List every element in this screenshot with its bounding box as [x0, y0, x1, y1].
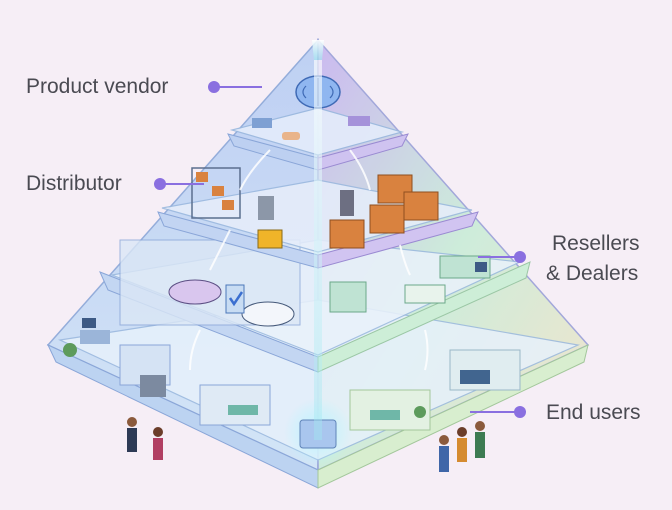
crate-4 [329, 219, 365, 249]
flow-arrow-1 [239, 149, 271, 191]
monitor-left [82, 318, 96, 328]
leader-dot-end-users [514, 406, 526, 418]
forklift-icon [257, 229, 283, 249]
person-body [153, 438, 163, 460]
label-resellers-line2: & Dealers [546, 262, 639, 285]
vendor-desk-left [252, 118, 272, 128]
beam-column [314, 60, 322, 440]
beam-top-apex [312, 40, 324, 60]
leader-dot-resellers [514, 251, 526, 263]
robot-arm-warehouse [258, 196, 274, 220]
leader-dot-product-vendor [208, 81, 220, 93]
store-screen [475, 262, 487, 272]
person-head [457, 427, 467, 437]
flow-arrow-4 [399, 244, 411, 276]
label-leaders [154, 81, 526, 418]
store-shelves-right [439, 255, 491, 279]
plant-icon [63, 343, 77, 357]
checkmark-panel [225, 284, 245, 314]
store-counter [404, 284, 446, 304]
label-resellers-dealers: Resellers & Dealers [546, 229, 640, 289]
label-resellers-line1: Resellers [552, 232, 640, 255]
robot-arm-cell [140, 375, 166, 397]
store-shelves-left [329, 281, 367, 313]
leader-dot-distributor [154, 178, 166, 190]
people-left-group [127, 417, 163, 460]
vendor-desk-right [348, 116, 370, 126]
handshake-icon [282, 132, 300, 140]
warehouse-shelving [191, 167, 241, 219]
car-purple-icon [168, 279, 222, 305]
shelf-box-1 [196, 172, 208, 182]
control-console [460, 370, 490, 384]
flow-arrow-6 [189, 329, 201, 371]
crate-3 [369, 204, 405, 234]
person-head [475, 421, 485, 431]
people-right-group [439, 421, 485, 472]
person-head [439, 435, 449, 445]
label-distributor: Distributor [26, 172, 122, 195]
checkmark-icon [228, 291, 244, 307]
robot-arm-right [340, 190, 354, 216]
flow-arrow-3 [209, 229, 231, 271]
person-body [439, 446, 449, 472]
shelf-box-2 [212, 186, 224, 196]
hospital-bed-left [228, 405, 258, 415]
flow-arrow-2 [349, 149, 371, 191]
label-product-vendor: Product vendor [26, 75, 169, 98]
flow-arrows [189, 149, 429, 371]
person-head [127, 417, 137, 427]
hospital-bed-right [370, 410, 400, 420]
flow-arrow-5 [424, 329, 429, 371]
office-desk-left [80, 330, 110, 344]
person-body [475, 432, 485, 458]
label-end-users: End users [546, 401, 641, 424]
person-head [153, 427, 163, 437]
person-body [127, 428, 137, 452]
car-white-icon [241, 301, 295, 327]
crate-2 [403, 191, 439, 221]
plant-icon-right [414, 406, 426, 418]
shelf-box-3 [222, 200, 234, 210]
person-body [457, 438, 467, 462]
central-light-beam [312, 40, 324, 440]
